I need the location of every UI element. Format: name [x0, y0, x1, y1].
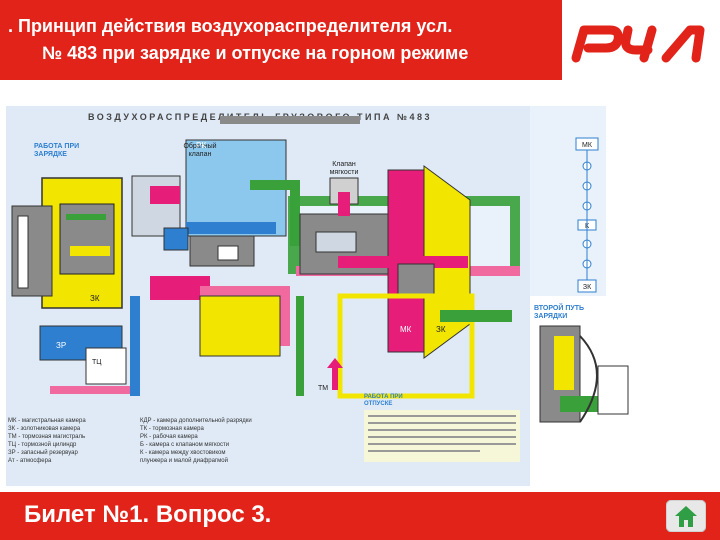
footer-text: Билет №1. Вопрос 3. — [24, 501, 272, 528]
slide-footer: Билет №1. Вопрос 3. — [0, 492, 720, 540]
zr-label: ЗР — [56, 341, 66, 350]
home-button[interactable] — [665, 499, 707, 533]
tm-inlet-arrow — [327, 358, 343, 390]
zk-chamber-label: ЗК — [436, 325, 446, 334]
air-distributor-diagram: ВОЗДУХОРАСПРЕДЕЛИТЕЛЬ ГРУЗОВОГО ТИПА №48… — [0, 96, 720, 490]
legend-left-4: ТЦ - тормозной цилиндр — [8, 441, 77, 448]
column-mk-label: МК — [582, 142, 593, 149]
zk-label: ЗК — [90, 294, 100, 303]
logo-area — [562, 0, 720, 80]
release-description — [364, 410, 520, 462]
legend-left-5: ЗР - запасный резервуар — [8, 449, 79, 456]
second-path-label-line1: ВТОРОЙ ПУТЬ — [534, 303, 584, 312]
softness-valve-label-line1: Клапан — [332, 161, 356, 168]
tc-label: ТЦ — [92, 359, 102, 366]
column-zk-label: ЗК — [583, 284, 592, 291]
second-path-label-line2: ЗАРЯДКИ — [534, 313, 567, 320]
slide-title-line1: . Принцип действия воздухораспределителя… — [8, 16, 453, 36]
check-valve-label-line2: клапан — [189, 151, 212, 158]
legend: МК - магистральная камера ЗК - золотнико… — [8, 417, 252, 464]
main-chamber-block — [288, 165, 520, 399]
mode-label-line2: ЗАРЯДКЕ — [34, 151, 67, 158]
left-charging-block — [11, 116, 360, 396]
legend-left-2: ЗК - золотниковая камера — [8, 426, 81, 432]
mode-label-line1: РАБОТА ПРИ — [34, 143, 79, 150]
slide-title-line2: № 483 при зарядке и отпуске на горном ре… — [42, 43, 469, 63]
second-path-detail — [539, 325, 629, 423]
legend-left-3: ТМ - тормозная магистраль — [8, 434, 85, 440]
legend-right-4: Б - камера с клапаном мягкости — [140, 442, 229, 448]
slide-header: . Принцип действия воздухораспределителя… — [0, 0, 562, 80]
tm-label: ТМ — [318, 385, 328, 392]
rzd-logo — [571, 25, 705, 63]
mk-label: МК — [400, 325, 412, 334]
legend-right-2: ТК - тормозная камера — [140, 426, 204, 432]
chamber-column: МК К ЗК — [575, 137, 599, 293]
check-valve-label-line1: Обратный — [183, 142, 216, 150]
legend-right-3: РК - рабочая камера — [140, 434, 198, 440]
release-title-line1: РАБОТА ПРИ — [364, 394, 403, 400]
legend-right-6: плунжера и малой диафрагмой — [140, 457, 228, 464]
legend-right-1: КДР - камера дополнительной разрядки — [140, 417, 252, 424]
right-chamber-strip — [530, 106, 606, 296]
softness-valve-label-line2: мягкости — [330, 169, 359, 176]
legend-right-5: К - камера между хвостовиком — [140, 450, 225, 456]
legend-left-1: МК - магистральная камера — [8, 418, 86, 424]
release-title-line2: ОТПУСКЕ — [364, 401, 392, 407]
home-icon — [665, 499, 707, 533]
rk-label: РК — [196, 141, 206, 150]
legend-left-6: Ат - атмосфера — [8, 458, 52, 464]
